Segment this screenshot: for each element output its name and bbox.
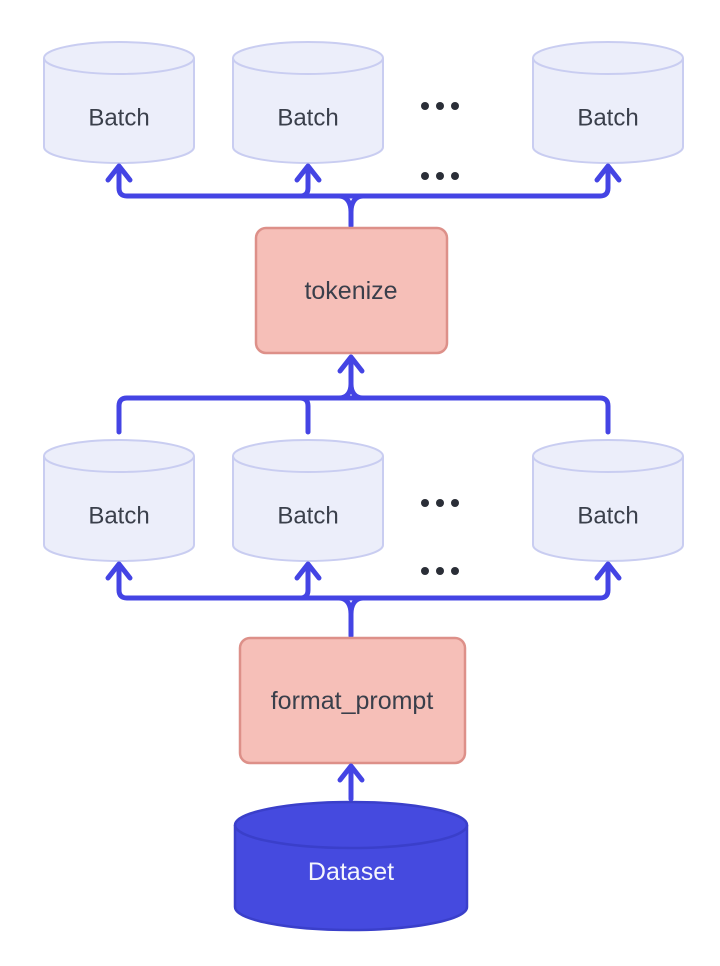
- arrowhead-up-icon: [294, 163, 322, 183]
- dataset-node: Dataset: [233, 800, 469, 932]
- cylinder-body: [43, 58, 195, 164]
- cylinder-top: [532, 439, 684, 473]
- fanout-rail: [116, 566, 611, 601]
- batch-label: Batch: [88, 503, 149, 530]
- format-prompt-node: format_prompt: [238, 636, 467, 765]
- arrowhead-up-icon: [594, 561, 622, 581]
- cylinder-body: [532, 58, 684, 164]
- batch-node-top-3: Batch: [532, 41, 684, 164]
- arrowhead-up-icon: [337, 763, 365, 783]
- cylinder-top: [532, 41, 684, 75]
- ellipsis-dots-top-arrows: [421, 172, 459, 180]
- fanout-stem: [336, 193, 366, 229]
- arrowhead-up-icon: [594, 163, 622, 183]
- arrowhead-up-icon: [337, 354, 365, 374]
- process-box: [254, 226, 449, 355]
- cylinder-body: [233, 825, 469, 932]
- fanin-mid-branch: [297, 395, 311, 435]
- cylinder-top: [43, 439, 195, 473]
- fanout-rail: [116, 168, 611, 199]
- edge-format-prompt-to-middle-batches: [105, 561, 622, 639]
- batch-label: Batch: [277, 105, 338, 132]
- ellipsis-dots-middle-row: [421, 499, 459, 507]
- fanin-rail: [116, 395, 611, 435]
- batch-node-middle-1: Batch: [43, 439, 195, 562]
- edge-dataset-to-format-prompt: [337, 763, 365, 802]
- batch-label: Batch: [277, 503, 338, 530]
- dataset-label: Dataset: [308, 858, 394, 886]
- fanout-stem: [336, 595, 366, 639]
- fanout-mid-branch: [297, 168, 311, 199]
- edge-tokenize-to-top-batches: [105, 163, 622, 229]
- cylinder-body: [232, 456, 384, 562]
- cylinder-top: [232, 439, 384, 473]
- edge-middle-batches-to-tokenize: [116, 354, 611, 435]
- cylinder-body: [532, 456, 684, 562]
- arrowhead-up-icon: [294, 561, 322, 581]
- cylinder-top: [43, 41, 195, 75]
- cylinder-top: [232, 41, 384, 75]
- ellipsis-dots-middle-arrows: [421, 567, 459, 575]
- cylinder-top: [233, 800, 469, 850]
- fanout-mid-branch: [297, 566, 311, 601]
- batch-node-top-2: Batch: [232, 41, 384, 164]
- batch-label: Batch: [88, 105, 149, 132]
- tokenize-label: tokenize: [304, 277, 397, 305]
- process-box: [238, 636, 467, 765]
- batch-label: Batch: [577, 503, 638, 530]
- arrowhead-up-icon: [105, 163, 133, 183]
- batch-node-middle-3: Batch: [532, 439, 684, 562]
- batch-node-middle-2: Batch: [232, 439, 384, 562]
- cylinder-body: [43, 456, 195, 562]
- fanin-stem: [336, 359, 366, 401]
- cylinder-body: [232, 58, 384, 164]
- batch-node-top-1: Batch: [43, 41, 195, 164]
- batch-label: Batch: [577, 105, 638, 132]
- ellipsis-dots-top-row: [421, 102, 459, 110]
- format-prompt-label: format_prompt: [271, 687, 434, 715]
- tokenize-node: tokenize: [254, 226, 449, 355]
- arrowhead-up-icon: [105, 561, 133, 581]
